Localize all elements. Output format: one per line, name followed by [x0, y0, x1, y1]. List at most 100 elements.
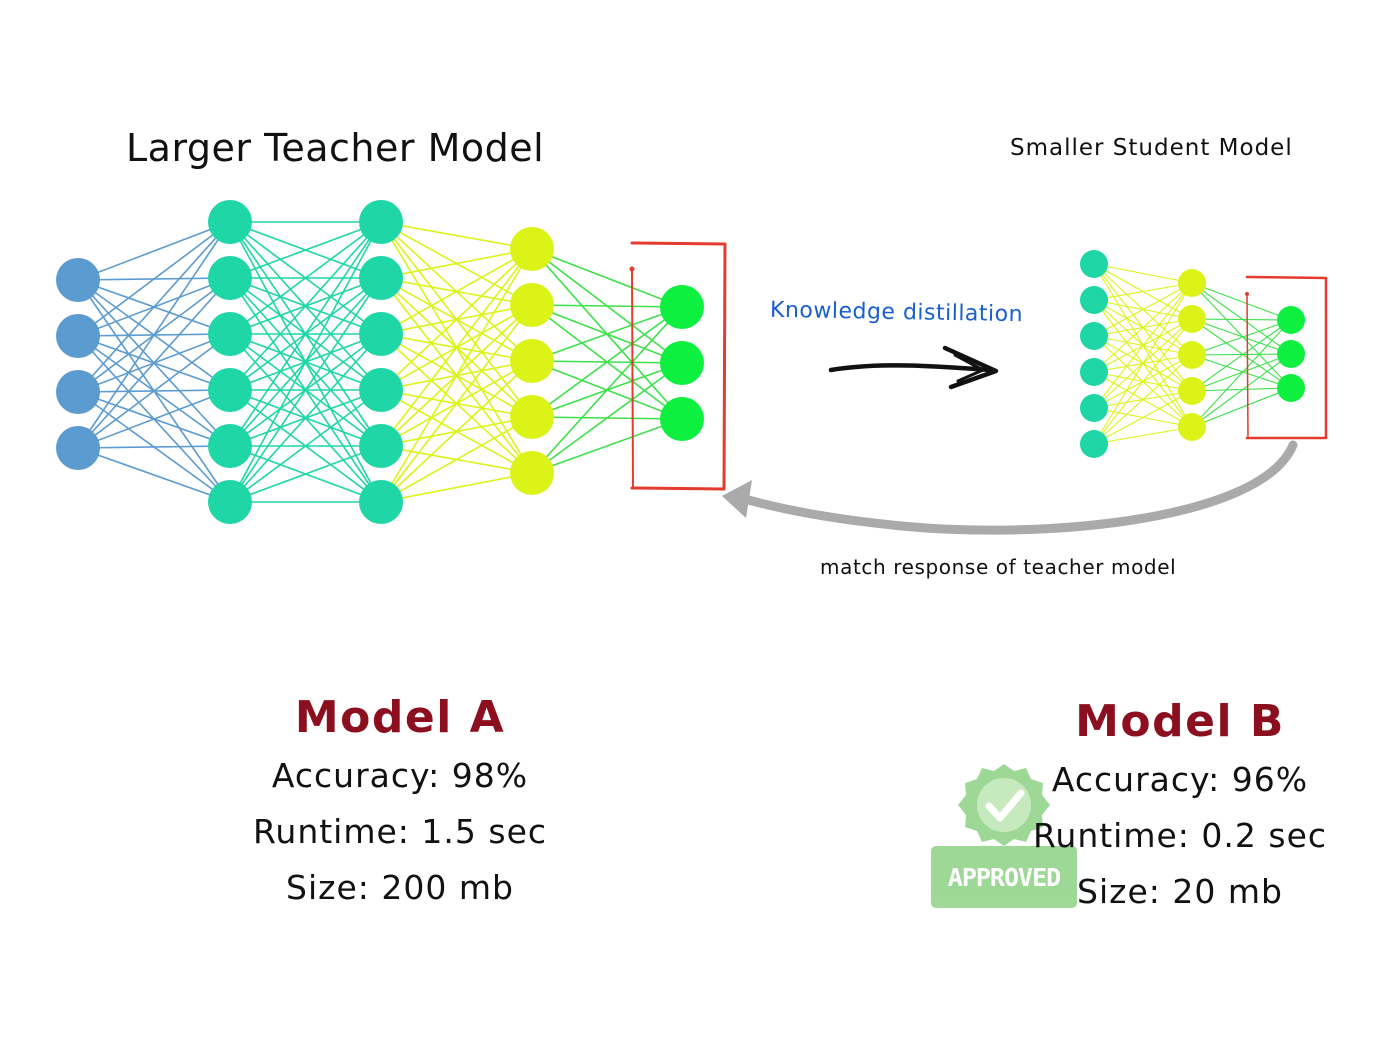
teacher-neuron: [208, 256, 252, 300]
teacher-edge: [531, 304, 683, 308]
teacher-neuron: [359, 256, 403, 300]
student-edge: [1093, 282, 1193, 301]
teacher-edge: [531, 306, 683, 474]
teacher-neuron: [208, 480, 252, 524]
teacher-edge: [229, 277, 382, 503]
teacher-edge: [77, 333, 231, 449]
student-neuron: [1178, 377, 1206, 405]
teacher-neuron: [510, 283, 554, 327]
teacher-edge: [531, 362, 683, 474]
student-neuron: [1080, 322, 1108, 350]
teacher-edge: [380, 472, 533, 503]
student-neuron: [1178, 305, 1206, 333]
student-edge: [1191, 353, 1292, 428]
teacher-neuron: [510, 227, 554, 271]
model-b-accuracy: Accuracy: 96%: [1051, 760, 1309, 799]
teacher-neuron: [359, 480, 403, 524]
student-edge: [1191, 387, 1292, 428]
student-edge: [1191, 319, 1292, 392]
teacher-model-title: Larger Teacher Model: [126, 126, 545, 170]
knowledge-distillation-label: Knowledge distillation: [769, 297, 1024, 328]
student-output-box: [1245, 275, 1328, 440]
teacher-neuron: [660, 341, 704, 385]
student-neuron: [1277, 306, 1305, 334]
teacher-edge: [531, 418, 683, 474]
teacher-edge: [380, 221, 533, 250]
teacher-edge: [380, 360, 533, 503]
model-a-summary: Model A Accuracy: 98% Runtime: 1.5 sec S…: [200, 688, 600, 916]
teacher-edge: [77, 445, 231, 449]
teacher-edge: [77, 389, 231, 449]
teacher-neuron: [359, 312, 403, 356]
model-a-title: Model A: [294, 692, 506, 743]
teacher-network-nodes: [56, 200, 704, 524]
teacher-network-edges: [77, 221, 683, 503]
match-response-label: match response of teacher model: [820, 555, 1177, 579]
teacher-neuron: [208, 200, 252, 244]
check-badge-icon: [931, 764, 1077, 908]
approved-stamp-label: APPROVED: [947, 863, 1061, 892]
teacher-neuron: [510, 339, 554, 383]
curved-arrow-icon: [722, 440, 1298, 535]
student-network-edges: [1093, 263, 1292, 445]
teacher-edge: [380, 248, 533, 335]
model-a-accuracy: Accuracy: 98%: [271, 756, 529, 795]
teacher-edge: [380, 304, 533, 503]
student-neuron: [1277, 374, 1305, 402]
teacher-neuron: [208, 312, 252, 356]
teacher-output-box: [629, 241, 727, 491]
student-edge: [1191, 319, 1292, 428]
teacher-edge: [229, 221, 382, 279]
student-edge: [1093, 282, 1193, 373]
teacher-edge: [380, 416, 533, 503]
student-neuron: [1080, 358, 1108, 386]
student-neuron: [1080, 286, 1108, 314]
student-edge: [1093, 354, 1193, 445]
student-network-nodes: [1080, 250, 1305, 458]
student-edge: [1191, 318, 1292, 321]
student-edge: [1191, 282, 1292, 355]
teacher-edge: [229, 221, 382, 391]
student-edge: [1093, 318, 1193, 445]
student-edge: [1093, 282, 1193, 409]
student-edge: [1191, 319, 1292, 356]
model-a-runtime: Runtime: 1.5 sec: [252, 812, 548, 851]
teacher-neuron: [56, 314, 100, 358]
teacher-edge: [229, 221, 382, 503]
student-neuron: [1080, 430, 1108, 458]
model-a-size: Size: 200 mb: [286, 868, 514, 907]
teacher-neuron: [56, 370, 100, 414]
teacher-edge: [380, 248, 533, 447]
teacher-neuron: [359, 200, 403, 244]
teacher-neuron: [660, 285, 704, 329]
student-neuron: [1277, 340, 1305, 368]
model-b-runtime: Runtime: 0.2 sec: [1032, 816, 1328, 855]
teacher-edge: [77, 221, 231, 449]
teacher-edge: [77, 221, 231, 393]
student-edge: [1191, 387, 1292, 392]
model-b-title: Model B: [1075, 696, 1285, 747]
teacher-neuron: [359, 368, 403, 412]
student-edge: [1093, 282, 1193, 337]
student-neuron: [1080, 250, 1108, 278]
student-edge: [1093, 390, 1193, 445]
student-neuron: [1080, 394, 1108, 422]
student-edge: [1191, 282, 1292, 321]
student-edge: [1191, 282, 1292, 389]
student-edge: [1093, 263, 1193, 284]
teacher-edge: [77, 221, 231, 337]
model-b-size: Size: 20 mb: [1077, 872, 1283, 911]
teacher-neuron: [359, 424, 403, 468]
teacher-neuron: [208, 424, 252, 468]
student-edge: [1093, 282, 1193, 445]
teacher-neuron: [56, 258, 100, 302]
arrow-right-icon: [828, 345, 999, 390]
teacher-edge: [229, 221, 382, 447]
student-edge: [1191, 353, 1292, 356]
teacher-edge: [229, 221, 382, 335]
teacher-edge: [77, 221, 231, 281]
teacher-edge: [77, 447, 231, 503]
teacher-edge: [380, 248, 533, 391]
model-b-summary: Model B Accuracy: 96% Runtime: 0.2 sec S…: [980, 692, 1380, 920]
